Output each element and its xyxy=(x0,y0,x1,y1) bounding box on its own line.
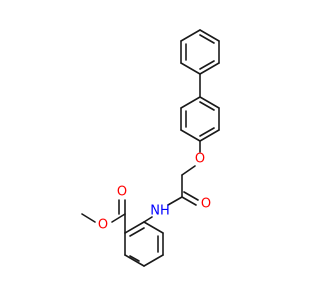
bond xyxy=(167,196,183,206)
atom-o-amide: O xyxy=(201,197,211,212)
bond xyxy=(180,129,201,142)
bond xyxy=(181,165,196,176)
bond-double-inner xyxy=(183,191,199,201)
bond xyxy=(124,221,145,234)
atom-label: O xyxy=(98,218,108,233)
molecule-structure: O O NH O O xyxy=(81,29,220,267)
bond xyxy=(199,129,220,142)
structure-canvas: O O NH O O xyxy=(81,29,220,267)
bond xyxy=(199,96,220,109)
atom-label: O xyxy=(117,185,127,200)
bond-double-inner xyxy=(199,34,215,44)
atom-label: NH xyxy=(150,204,170,219)
bond xyxy=(199,29,220,42)
bond xyxy=(181,196,197,206)
bond xyxy=(143,216,153,223)
atom-labels: O O NH O O xyxy=(98,152,211,233)
bond-double-inner xyxy=(199,101,215,111)
bond xyxy=(143,254,164,267)
bond-double-inner xyxy=(129,227,145,237)
bond-double-inner xyxy=(199,127,215,137)
bond xyxy=(111,213,126,223)
bond xyxy=(81,213,96,223)
atom-o-carbonyl: O xyxy=(117,185,127,200)
bond xyxy=(180,62,201,75)
atom-label: O xyxy=(195,152,205,167)
atom-n-amide: NH xyxy=(150,204,170,219)
bond-double-inner xyxy=(199,60,215,70)
bond xyxy=(124,254,145,267)
atom-label: O xyxy=(201,197,211,212)
bond-double-inner xyxy=(129,255,140,262)
bond xyxy=(143,221,164,234)
atom-o-ether: O xyxy=(195,152,205,167)
bond xyxy=(180,96,201,109)
bond xyxy=(180,29,201,42)
bond xyxy=(199,62,220,75)
atom-o-ester: O xyxy=(98,218,108,233)
bond-set xyxy=(81,29,220,267)
